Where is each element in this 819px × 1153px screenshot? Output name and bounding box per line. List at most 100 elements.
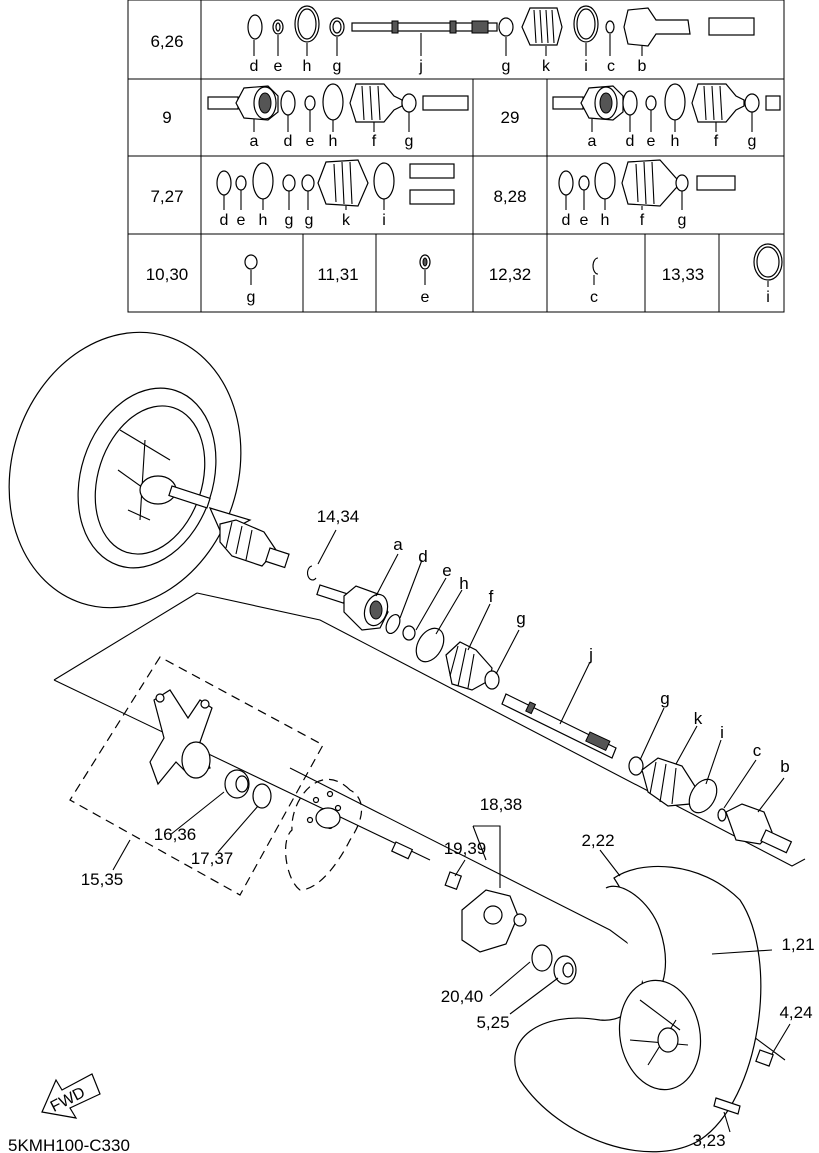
cv-joint-inner-a: [316, 584, 389, 631]
letter-h: h: [329, 133, 338, 150]
callout-c: c: [753, 741, 762, 760]
circlip-c: [717, 808, 727, 822]
table-ref-9: 9: [162, 108, 171, 127]
letter-g: g: [247, 289, 256, 306]
letter-i: i: [766, 289, 770, 306]
letter-h: h: [259, 212, 268, 229]
callout-5-25: 5,25: [476, 1013, 509, 1032]
letter-e: e: [421, 289, 430, 306]
letter-j: j: [418, 58, 423, 75]
nut-4-24: [755, 1049, 774, 1067]
knuckle-group-box: [69, 656, 324, 896]
table-ref-29: 29: [501, 108, 520, 127]
steering-knuckle: [149, 689, 213, 786]
table-ref-8-28: 8,28: [493, 187, 526, 206]
right-wheel-tire: [514, 865, 762, 1153]
band-i: [688, 778, 718, 814]
letter-b: b: [638, 58, 647, 75]
letter-g: g: [502, 58, 511, 75]
callout-g: g: [516, 609, 525, 628]
callout-19-39: 19,39: [444, 839, 487, 858]
callout-h: h: [459, 574, 468, 593]
callout-15-35: 15,35: [81, 870, 124, 889]
table-ref-6-26: 6,26: [150, 32, 183, 51]
valve-3-23: [713, 1097, 741, 1115]
letter-k: k: [342, 212, 351, 229]
row-4-parts: g e c i: [244, 243, 783, 306]
table-ref-13-33: 13,33: [662, 265, 705, 284]
letter-c: c: [607, 58, 615, 75]
left-wheel-tire: [8, 331, 242, 609]
letter-d: d: [284, 133, 293, 150]
row-6-26-parts: [247, 5, 755, 56]
callout-14-34: 14,34: [317, 507, 360, 526]
letter-c: c: [590, 289, 598, 306]
letter-i: i: [584, 58, 588, 75]
fwd-arrow: FWD: [41, 1073, 101, 1119]
letter-e: e: [237, 212, 246, 229]
letter-f: f: [640, 212, 645, 229]
circlip-d: [385, 613, 401, 635]
letter-i: i: [382, 212, 386, 229]
row-9-parts: a d e h f g: [207, 83, 469, 150]
callout-e: e: [442, 561, 451, 580]
letter-h: h: [303, 58, 312, 75]
letter-d: d: [250, 58, 259, 75]
disc-bolt: [390, 841, 414, 860]
callout-3-23: 3,23: [692, 1131, 725, 1150]
table-ref-7-27: 7,27: [150, 187, 183, 206]
letter-e: e: [274, 58, 283, 75]
cv-joint-outer-b: [725, 803, 793, 854]
letter-h: h: [601, 212, 610, 229]
callout-17-37: 17,37: [191, 849, 234, 868]
bearing-16-36: [224, 769, 250, 799]
callout-a: a: [393, 535, 403, 554]
diagram-code: 5KMH100-C330: [8, 1136, 130, 1153]
drive-shaft-j: [501, 693, 617, 759]
letter-g: g: [285, 212, 294, 229]
letter-g: g: [305, 212, 314, 229]
callout-d: d: [418, 547, 427, 566]
letter-h: h: [671, 133, 680, 150]
parts-table: 6,26 9 29 7,27 8,28 10,30 11,31 12,32 13…: [127, 0, 785, 313]
callout-k: k: [694, 709, 703, 728]
letter-a: a: [250, 133, 259, 150]
row-29-parts: a d e h f g: [552, 83, 781, 150]
callout-j: j: [588, 645, 593, 664]
letter-g: g: [678, 212, 687, 229]
callout-20-40: 20,40: [441, 987, 484, 1006]
assembly-guide-line: [53, 592, 806, 1061]
circlip-14-34: [306, 529, 337, 581]
letter-g: g: [333, 58, 342, 75]
table-ref-11-31: 11,31: [317, 265, 358, 284]
row-6-26-letters: d e h g j g k i c b: [250, 58, 647, 75]
letter-g: g: [748, 133, 757, 150]
callout-4-24: 4,24: [779, 1003, 812, 1022]
boot-k: [641, 757, 697, 807]
row-7-27-parts: d e h g g k i: [216, 159, 455, 229]
letter-e: e: [306, 133, 315, 150]
left-cv-joint-boot: [208, 507, 290, 569]
letter-e: e: [647, 133, 656, 150]
band-g-1: [484, 670, 500, 690]
spacer-20-40: [531, 944, 553, 972]
letter-e: e: [580, 212, 589, 229]
callout-1-21: 1,21: [781, 935, 814, 954]
nut-5-25: [553, 955, 577, 985]
clip-e: [402, 625, 416, 641]
callout-18-38: 18,38: [480, 795, 523, 814]
row-8-28-parts: d e h f g: [558, 159, 736, 229]
letter-f: f: [714, 133, 719, 150]
callout-i: i: [720, 723, 724, 742]
letter-d: d: [562, 212, 571, 229]
letter-d: d: [220, 212, 229, 229]
letter-k: k: [542, 58, 551, 75]
table-ref-12-32: 12,32: [489, 265, 532, 284]
band-g-2: [628, 756, 644, 776]
callout-16-36: 16,36: [154, 825, 197, 844]
letter-g: g: [405, 133, 414, 150]
letter-f: f: [372, 133, 377, 150]
hub-caliper: [444, 871, 527, 953]
letter-a: a: [588, 133, 597, 150]
